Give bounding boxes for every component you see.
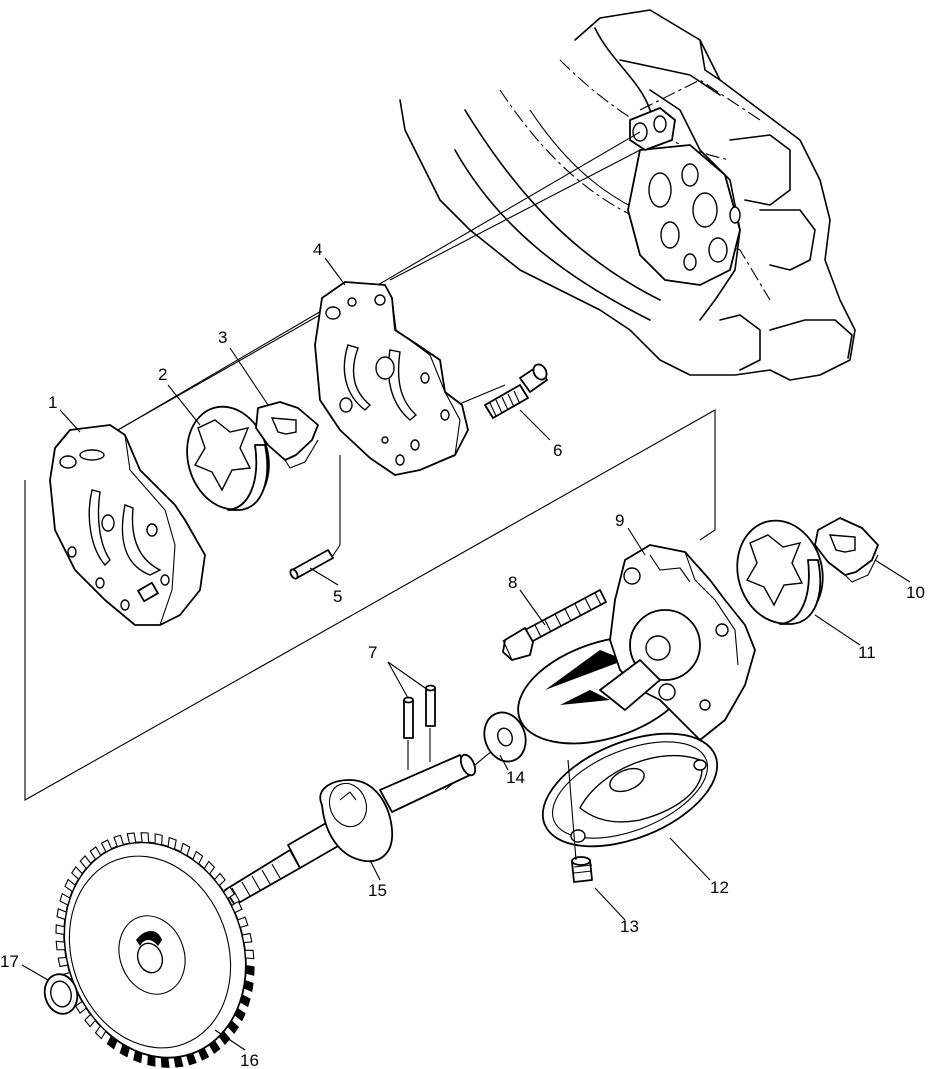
part-13-small-screw	[567, 759, 593, 883]
crankcase-housing	[399, 9, 856, 381]
part-16-drive-gear	[55, 832, 255, 1068]
gear-tooth	[173, 1055, 184, 1068]
gear-tooth	[233, 1007, 246, 1022]
part-17-snap-ring	[43, 973, 79, 1015]
gear-tooth	[239, 994, 251, 1008]
gear-tooth	[71, 865, 84, 881]
gear-tooth	[223, 885, 236, 900]
part-12-screen-plate	[541, 732, 719, 848]
callout-8: 8	[508, 573, 517, 592]
callout-6: 6	[553, 441, 562, 460]
gear-tooth	[55, 940, 66, 951]
gear-tooth	[79, 855, 92, 870]
gear-tooth	[57, 956, 69, 968]
gear-tooth	[185, 1052, 197, 1066]
gear-tooth	[208, 1039, 221, 1054]
part-6-screw	[484, 363, 548, 419]
gear-tooth	[59, 892, 71, 906]
gear-tooth	[133, 1050, 143, 1064]
leader-lines	[21, 257, 911, 1051]
gear-tooth	[55, 924, 65, 936]
callout-12: 12	[710, 878, 729, 897]
gear-tooth	[113, 834, 125, 848]
part-2-outer-rotor	[186, 405, 270, 511]
part-14-washer	[483, 711, 527, 763]
gear-tooth	[56, 907, 67, 921]
callout-13: 13	[620, 917, 639, 936]
gear-tooth	[89, 846, 102, 861]
gear-tooth	[84, 1013, 97, 1028]
callout-9: 9	[615, 511, 624, 530]
callout-11: 11	[858, 643, 876, 662]
part-8-long-bolt	[502, 589, 607, 661]
gear-tooth	[197, 1047, 210, 1061]
gear-tooth	[140, 832, 150, 844]
part-1-pump-cover	[49, 424, 206, 626]
callout-5: 5	[333, 587, 342, 606]
part-15-pump-shaft	[224, 753, 477, 906]
gear-tooth	[180, 842, 191, 857]
gear-tooth	[119, 1043, 130, 1058]
gear-tooth	[160, 1056, 170, 1068]
callout-17: 17	[0, 952, 19, 971]
gear-tooth	[237, 916, 249, 929]
part-5-dowel-pin	[289, 549, 334, 580]
callout-4: 4	[313, 240, 322, 259]
callout-10: 10	[906, 583, 925, 602]
gear-tooth	[147, 1054, 156, 1067]
callout-14: 14	[506, 768, 525, 787]
callout-1: 1	[48, 393, 57, 412]
part-3-inner-rotor	[255, 401, 319, 469]
gear-tooth	[226, 1019, 239, 1035]
part-9-pump-housing	[517, 544, 756, 745]
gear-tooth	[243, 979, 254, 993]
part-7-pins	[403, 684, 436, 770]
callout-labels: 1 2 3 4 5 6 7 8 9 10 11 12 13 14 15 16 1…	[0, 240, 925, 1069]
part-4-pump-body	[314, 281, 469, 476]
gear-tooth	[167, 836, 177, 850]
gear-tooth	[106, 1035, 118, 1050]
gear-tooth	[245, 964, 255, 976]
gear-tooth	[241, 932, 253, 944]
callout-15: 15	[368, 881, 387, 900]
callout-7: 7	[368, 643, 377, 662]
gear-tooth	[126, 832, 137, 845]
gear-tooth	[213, 872, 226, 887]
gear-tooth	[100, 839, 113, 853]
gear-tooth	[64, 878, 77, 893]
gear-tooth	[154, 833, 163, 846]
callout-16: 16	[240, 1051, 259, 1069]
part-11-outer-rotor	[736, 519, 824, 625]
part-10-inner-rotor	[814, 517, 879, 583]
gear-tooth	[192, 850, 204, 865]
gear-tooth	[230, 900, 243, 914]
gear-tooth	[203, 860, 216, 875]
callout-3: 3	[218, 328, 227, 347]
callout-2: 2	[158, 365, 167, 384]
gear-tooth	[244, 949, 255, 960]
gear-tooth	[94, 1025, 107, 1040]
